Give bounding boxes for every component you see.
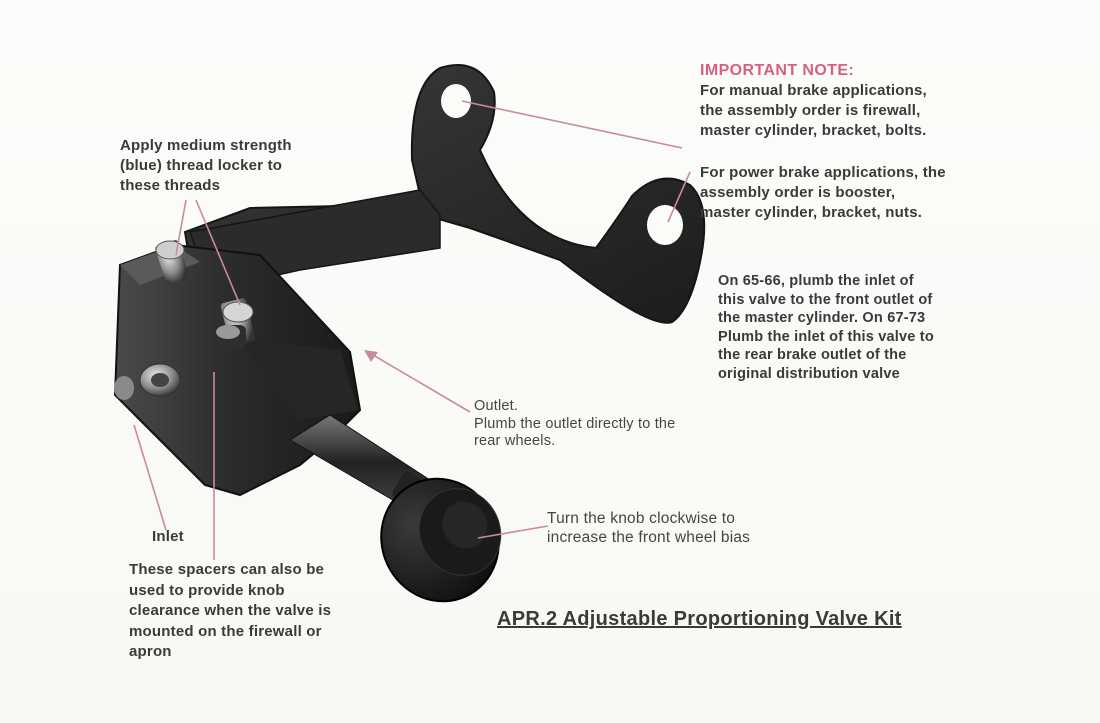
knob-line-1: Turn the knob clockwise to bbox=[547, 510, 736, 527]
threadlocker-line-1: Apply medium strength bbox=[120, 137, 292, 154]
power-line-1: For power brake applications, the bbox=[700, 164, 946, 181]
lower-stud bbox=[212, 298, 256, 349]
threadlocker-line-3: these threads bbox=[120, 177, 221, 194]
inlet-fitting bbox=[114, 363, 181, 400]
knob-line-2: increase the front wheel bias bbox=[547, 529, 751, 546]
plumbing-line-6: original distribution valve bbox=[718, 365, 900, 382]
bracket-plate bbox=[183, 64, 706, 324]
bracket-hole-top bbox=[441, 84, 471, 118]
spacers-line-1: These spacers can also be bbox=[129, 561, 325, 578]
outlet-line-1: Outlet. bbox=[474, 398, 519, 414]
inlet-label: Inlet bbox=[152, 528, 184, 545]
spacers-line-5: apron bbox=[129, 643, 172, 660]
outlet-line-3: rear wheels. bbox=[474, 433, 556, 449]
plumbing-line-5: the rear brake outlet of the bbox=[718, 347, 907, 363]
power-line-2: assembly order is booster, bbox=[700, 184, 896, 201]
plumbing-line-1: On 65-66, plumb the inlet of bbox=[718, 273, 914, 289]
spacers-line-4: mounted on the firewall or bbox=[129, 622, 322, 640]
spacers-line-2: used to provide knob bbox=[129, 581, 285, 599]
power-line-3: master cylinder, bracket, nuts. bbox=[700, 204, 923, 221]
note-title: IMPORTANT NOTE: bbox=[700, 62, 855, 79]
manual-line-3: master cylinder, bracket, bolts. bbox=[700, 122, 927, 139]
plumbing-line-3: the master cylinder. On 67-73 bbox=[718, 310, 926, 326]
plumbing-line-2: this valve to the front outlet of bbox=[718, 291, 933, 308]
outlet-arrowhead bbox=[364, 350, 378, 362]
bracket-hole-right bbox=[647, 205, 683, 245]
threadlocker-line-2: (blue) thread locker to bbox=[120, 157, 283, 174]
spacers-callout: These spacers can also be used to provid… bbox=[129, 560, 331, 663]
adjuster-knob bbox=[380, 477, 502, 603]
manual-line-2: the assembly order is firewall, bbox=[700, 102, 921, 119]
threadlocker-callout: Apply medium strength (blue) thread lock… bbox=[120, 136, 292, 196]
outlet-callout: Outlet. Plumb the outlet directly to the… bbox=[474, 398, 675, 451]
plumbing-line-4: Plumb the inlet of this valve to bbox=[718, 328, 934, 345]
leader-lines bbox=[133, 100, 691, 560]
manual-line-1: For manual brake applications, bbox=[700, 82, 927, 99]
plumbing-note: On 65-66, plumb the inlet of this valve … bbox=[718, 272, 934, 383]
knob-callout: Turn the knob clockwise to increase the … bbox=[547, 509, 750, 547]
kit-title: APR.2 Adjustable Proportioning Valve Kit bbox=[497, 608, 902, 630]
important-note: IMPORTANT NOTE: For manual brake applica… bbox=[700, 61, 946, 223]
outlet-line-2: Plumb the outlet directly to the bbox=[474, 415, 676, 432]
spacers-line-3: clearance when the valve is bbox=[129, 602, 332, 619]
